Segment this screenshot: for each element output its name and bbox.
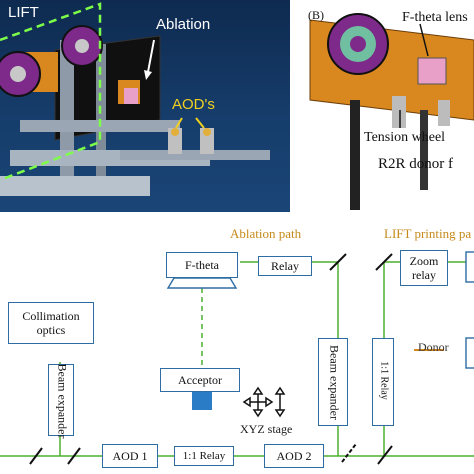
aod1-label: AOD 1 bbox=[112, 449, 148, 463]
ftheta-box: F-theta bbox=[166, 252, 238, 278]
label-ftheta-lens: F-theta lens bbox=[402, 10, 468, 25]
lift-path-label: LIFT printing pa bbox=[384, 226, 472, 241]
collimation-line2: optics bbox=[36, 323, 66, 337]
collimation-line1: Collimation bbox=[22, 309, 80, 323]
aod2-box: AOD 2 bbox=[264, 444, 324, 468]
xyz-stage-label: XYZ stage bbox=[240, 422, 293, 436]
beam-expander-left-label: Beam expander bbox=[55, 363, 70, 439]
label-tension-wheel: Tension wheel bbox=[364, 130, 446, 145]
xyz-stage-arrows-icon bbox=[242, 386, 286, 418]
panel-b-r2r-donor: (B) F-theta lens Tension wheel R2R donor… bbox=[300, 0, 474, 212]
panel-c-optical-schematic: Ablation path LIFT printing pa F-theta R… bbox=[0, 222, 474, 474]
relay-vertical-label: 1:1 Relay bbox=[378, 361, 390, 400]
ablation-path-label: Ablation path bbox=[230, 226, 302, 241]
beam-expander-mid-label: Beam expander bbox=[327, 345, 342, 420]
label-r2r-donor: R2R donor f bbox=[378, 156, 453, 172]
acceptor-box: Acceptor bbox=[160, 368, 240, 392]
label-ablation: Ablation bbox=[156, 16, 211, 33]
acceptor-label: Acceptor bbox=[178, 373, 222, 387]
relay-top-box: Relay bbox=[258, 256, 312, 276]
aod1-box: AOD 1 bbox=[102, 444, 158, 468]
beam-expander-mid-box: Beam expander bbox=[318, 338, 348, 426]
ftheta-label: F-theta bbox=[185, 258, 219, 272]
aod2-label: AOD 2 bbox=[276, 449, 312, 463]
relay-top-label: Relay bbox=[271, 259, 299, 273]
panel-a-system-render: LIFT Ablation AOD's bbox=[0, 0, 290, 212]
beam-expander-left-box: Beam expander bbox=[48, 363, 74, 439]
label-aods: AOD's bbox=[172, 96, 215, 113]
zoom-relay-line1: Zoom bbox=[409, 254, 439, 268]
system-render-illustration bbox=[0, 2, 270, 196]
relay-bottom-box: 1:1 Relay bbox=[174, 446, 234, 466]
relay-bottom-label: 1:1 Relay bbox=[182, 450, 226, 462]
panel-b-letter: (B) bbox=[308, 8, 324, 22]
r2r-donor-illustration bbox=[309, 13, 474, 210]
label-lift: LIFT bbox=[8, 4, 39, 21]
relay-vertical-box: 1:1 Relay bbox=[372, 338, 394, 426]
zoom-relay-line2: relay bbox=[412, 268, 436, 282]
donor-label: Donor bbox=[418, 340, 449, 354]
